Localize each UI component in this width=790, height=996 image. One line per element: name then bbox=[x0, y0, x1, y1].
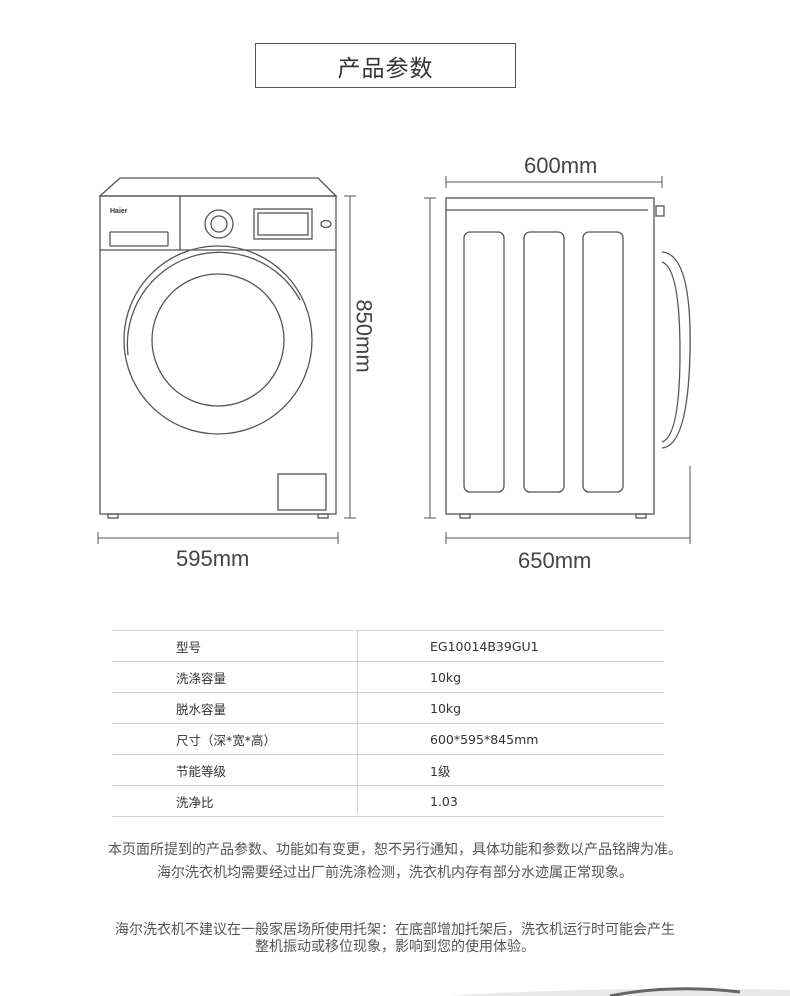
spec-row-energy-grade: 节能等级 1级 bbox=[112, 755, 664, 786]
table-column-divider bbox=[357, 630, 358, 813]
side-door-inner bbox=[661, 261, 681, 443]
spec-label: 节能等级 bbox=[176, 763, 227, 779]
spec-label: 洗涤容量 bbox=[176, 670, 227, 686]
power-button bbox=[320, 219, 332, 229]
spec-label: 型号 bbox=[176, 639, 202, 655]
bracket-warning-line-1: 海尔洗衣机不建议在一般家居场所使用托架：在底部增加托架后，洗衣机运行时可能会产生 bbox=[115, 922, 675, 938]
washer-drawing bbox=[97, 176, 691, 544]
door-hinge-arc bbox=[126, 251, 301, 356]
next-section-peek bbox=[450, 987, 790, 996]
spec-value: 1级 bbox=[430, 763, 451, 779]
side-rib-1 bbox=[463, 231, 505, 493]
dim-side-bottom-label: 650mm bbox=[518, 548, 592, 573]
spec-value: 10kg bbox=[430, 700, 462, 716]
dim-side-top-label: 600mm bbox=[524, 153, 598, 178]
front-foot-left bbox=[107, 513, 119, 519]
dim-front-width-label: 595mm bbox=[176, 546, 250, 571]
spec-label: 尺寸（深*宽*高） bbox=[176, 732, 277, 748]
spec-row-wash-ratio: 洗净比 1.03 bbox=[112, 786, 664, 817]
door-window bbox=[151, 273, 285, 407]
disclaimer-line-1: 本页面所提到的产品参数、功能如有变更，恕不另行通知，具体功能和参数以产品铭牌为准… bbox=[108, 842, 682, 858]
side-body bbox=[445, 197, 655, 515]
spec-table: 型号 EG10014B39GU1 洗涤容量 10kg 脱水容量 10kg 尺寸（… bbox=[112, 630, 664, 817]
spec-value: EG10014B39GU1 bbox=[430, 638, 539, 654]
side-top-knob bbox=[655, 205, 665, 217]
program-knob-inner bbox=[210, 215, 228, 233]
spec-value: 10kg bbox=[430, 669, 462, 685]
side-door-bulge bbox=[661, 251, 691, 449]
front-foot-right bbox=[317, 513, 329, 519]
disclaimer-line-2: 海尔洗衣机均需要经过出厂前洗涤检测，洗衣机内存有部分水迹属正常现象。 bbox=[157, 865, 633, 881]
page-title: 产品参数 bbox=[255, 43, 516, 88]
front-body bbox=[99, 195, 337, 515]
spec-label: 洗净比 bbox=[176, 794, 214, 810]
spec-value: 1.03 bbox=[430, 793, 458, 809]
side-foot-left bbox=[459, 513, 471, 519]
door-ring bbox=[123, 245, 313, 435]
spec-value: 600*595*845mm bbox=[430, 731, 539, 747]
detergent-drawer bbox=[109, 231, 169, 247]
spec-label: 脱水容量 bbox=[176, 701, 227, 717]
spec-row-dimensions: 尺寸（深*宽*高） 600*595*845mm bbox=[112, 724, 664, 755]
filter-cover bbox=[277, 473, 327, 511]
front-top-panel bbox=[98, 177, 338, 197]
bracket-warning-line-2: 整机振动或移位现象，影响到您的使用体验。 bbox=[255, 939, 535, 955]
side-rib-2 bbox=[523, 231, 565, 493]
display-panel bbox=[253, 208, 313, 240]
brand-logo: Haier bbox=[110, 208, 128, 215]
side-rib-3 bbox=[582, 231, 624, 493]
side-foot-right bbox=[635, 513, 647, 519]
spec-row-wash-capacity: 洗涤容量 10kg bbox=[112, 662, 664, 693]
spec-row-model: 型号 EG10014B39GU1 bbox=[112, 630, 664, 662]
program-knob-outer bbox=[204, 209, 234, 239]
display-inner bbox=[257, 212, 309, 236]
spec-row-spin-capacity: 脱水容量 10kg bbox=[112, 693, 664, 724]
dim-front-height-label: 850mm bbox=[351, 299, 377, 373]
